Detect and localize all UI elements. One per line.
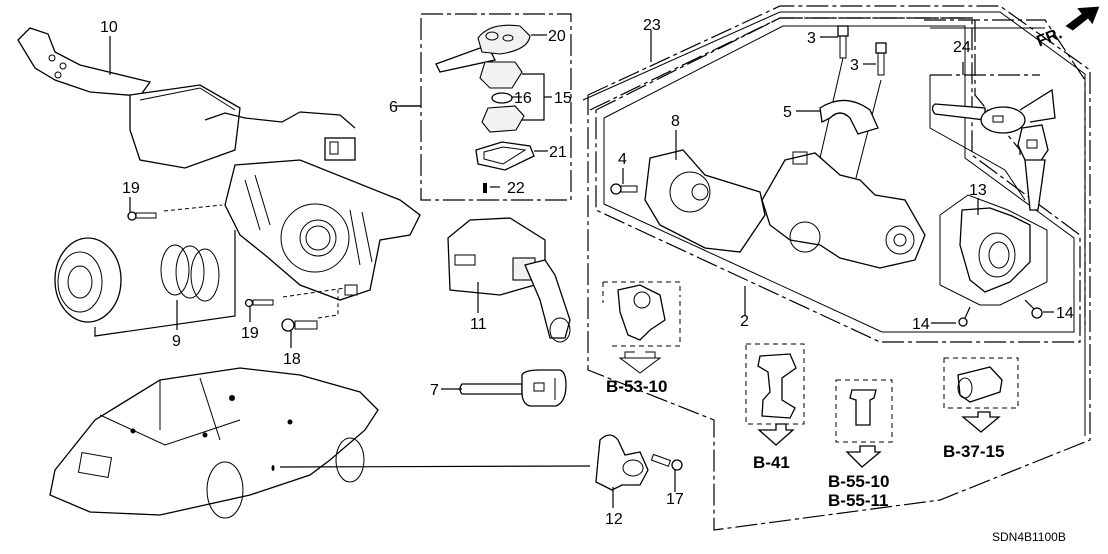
leader-9-bracket: [94, 230, 236, 337]
label-part-11: 11: [470, 316, 487, 333]
label-part-4: 4: [618, 151, 627, 168]
part-11-wiper-switch: [447, 217, 571, 343]
label-part-10: 10: [100, 19, 118, 36]
front-direction-arrow: [1065, 6, 1100, 31]
label-part-6: 6: [389, 99, 398, 116]
leader-lines: [109, 34, 1054, 508]
keyset-boundary-24: [924, 19, 1086, 330]
bolt-3-left: [819, 25, 849, 159]
cover-boundary-13: [939, 194, 1048, 306]
part-2-key-cylinder-lock: [761, 151, 926, 269]
part-15-case-bottom: [481, 105, 525, 133]
part-cable-reel-ring: [54, 237, 122, 323]
label-part-19-top: 19: [122, 180, 140, 197]
label-part-14-left: 14: [912, 316, 930, 333]
part-21-case-cover: [475, 141, 535, 171]
ref-box-b37: [943, 357, 1019, 433]
screw-19-bottom: [244, 287, 346, 308]
part-7-blank-key: [459, 369, 567, 407]
bolt-18: [281, 290, 339, 332]
label-part-5: 5: [783, 104, 792, 121]
label-part-21: 21: [549, 144, 567, 161]
label-part-8: 8: [671, 113, 680, 130]
part-15-case-top: [479, 61, 523, 89]
label-part-23: 23: [643, 17, 661, 34]
label-part-18: 18: [283, 351, 301, 368]
label-part-7: 7: [430, 382, 439, 399]
part-16-battery: [491, 92, 513, 104]
car-illustration: [49, 367, 591, 519]
ref-box-b55: [835, 379, 893, 468]
label-part-12: 12: [605, 511, 623, 528]
front-direction-label: FR.: [1034, 25, 1064, 50]
part-24-keys: [931, 88, 1056, 211]
part-10-lighting-switch: [17, 27, 356, 169]
screw-14-left: [958, 306, 971, 327]
label-part-3-left: 3: [807, 30, 816, 47]
part-8-ignition-switch: [644, 149, 766, 253]
part-5-clamp: [819, 99, 879, 135]
label-part-16: 16: [514, 90, 532, 107]
ref-label-b55-10[interactable]: B-55-10: [828, 472, 889, 491]
part-20-remote-key: [435, 24, 531, 73]
label-part-22: 22: [507, 180, 525, 197]
part-9-spring: [160, 244, 220, 302]
label-part-15: 15: [554, 90, 572, 107]
ref-label-b53-10[interactable]: B-53-10: [606, 377, 667, 396]
part-switch-body: [224, 159, 421, 301]
bolt-17: [650, 453, 683, 471]
part-13-cylinder-cover: [959, 207, 1031, 293]
label-part-2: 2: [740, 313, 749, 330]
label-part-19-bottom: 19: [241, 325, 259, 342]
ref-label-b41[interactable]: B-41: [753, 453, 790, 472]
label-part-17: 17: [666, 491, 684, 508]
label-part-20: 20: [548, 28, 566, 45]
ref-box-b53: [602, 281, 681, 374]
part-12-door-switch: [595, 434, 649, 491]
screw-14-right: [1024, 299, 1043, 319]
ref-label-b37-15[interactable]: B-37-15: [943, 442, 1004, 461]
label-part-13: 13: [969, 182, 987, 199]
ref-label-b55-11[interactable]: B-55-11: [828, 491, 888, 510]
screw-4: [610, 183, 638, 195]
diagram-code: SDN4B1100B: [992, 530, 1066, 544]
ref-box-b41: [745, 343, 805, 446]
label-part-9: 9: [172, 333, 181, 350]
label-part-24: 24: [953, 39, 971, 56]
screw-22: [483, 183, 487, 193]
screw-19-top: [127, 204, 223, 221]
label-part-14-right: 14: [1056, 305, 1074, 322]
label-part-3-right: 3: [850, 57, 859, 74]
